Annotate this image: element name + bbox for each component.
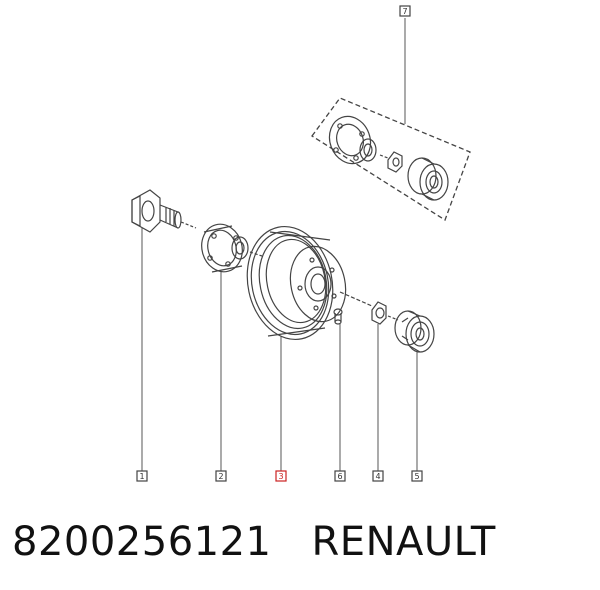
part-number: 8200256121 — [12, 519, 272, 565]
callout-box-6 — [334, 470, 346, 482]
callout-label-4: 4 — [375, 472, 380, 481]
callout-box-1 — [136, 470, 148, 482]
part-3-brake-drum — [246, 225, 373, 341]
callout-box-7 — [399, 5, 411, 17]
brand-name: RENAULT — [311, 519, 496, 565]
part-1-stub-axle — [131, 189, 197, 233]
callout-label-2: 2 — [218, 472, 223, 481]
part-2-hub-flange — [201, 223, 263, 273]
part-5-wheel-bearing — [394, 310, 435, 353]
callout-label-5: 5 — [414, 472, 419, 481]
callout-label-3: 3 — [278, 472, 283, 481]
part-4-hub-nut — [371, 301, 399, 325]
callout-label-7: 7 — [402, 7, 407, 16]
part-6-wheel-stud — [333, 308, 343, 325]
exploded-parts-diagram: 1 2 3 6 4 5 7 — [131, 5, 471, 482]
callout-box-2 — [215, 470, 227, 482]
callout-box-4 — [372, 470, 384, 482]
part-caption: 8200256121 RENAULT — [12, 512, 496, 572]
callout-box-3 — [275, 470, 287, 482]
callout-box-5 — [411, 470, 423, 482]
leader-lines — [141, 18, 418, 471]
part-7-hub-assembly-group — [311, 97, 471, 221]
callout-label-6: 6 — [337, 472, 342, 481]
callout-label-1: 1 — [139, 472, 144, 481]
